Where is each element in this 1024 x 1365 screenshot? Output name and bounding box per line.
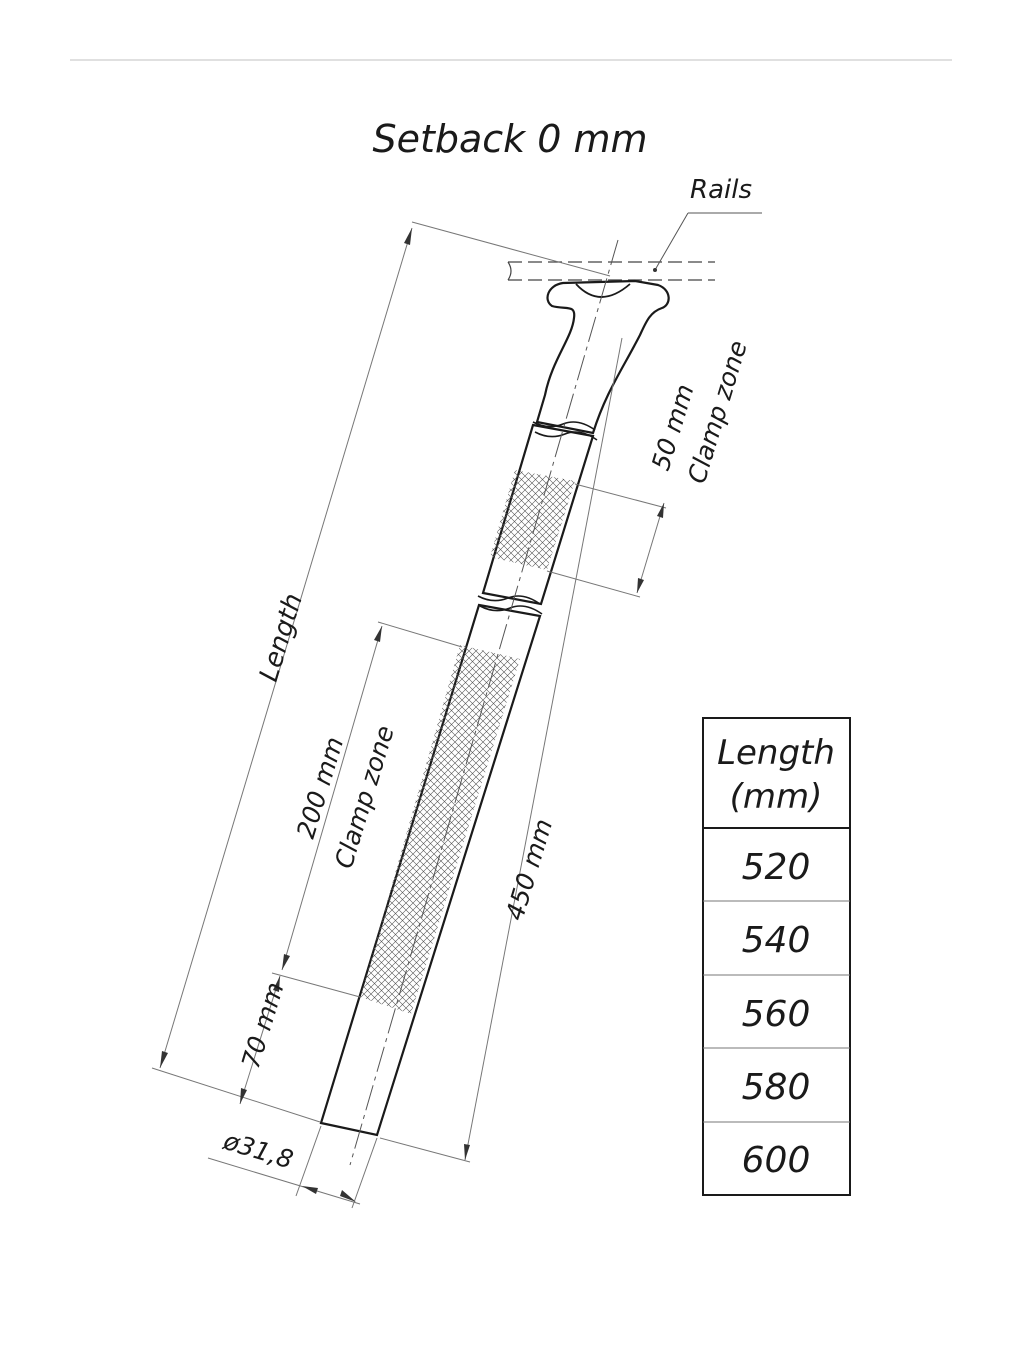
diameter-arrow-2 [340,1190,356,1202]
rails-label: Rails [690,175,752,205]
break-lines [477,421,598,615]
page-title: Setback 0 mm [372,117,647,161]
clamp-zone-bottom-hatch [360,645,520,1014]
insertion-arrow-1 [273,976,280,992]
length-arrow-top [404,228,412,245]
length-table-header-unit: (mm) [730,777,823,817]
length-table-cell: 580 [742,1067,811,1108]
diameter-dimension [207,1125,378,1209]
length-table-cell: 520 [742,847,811,888]
center-line [349,239,619,1166]
insertion-size: 70 mm [236,979,290,1072]
length-label: Length [254,590,309,685]
diameter-label: ø31,8 [219,1126,296,1175]
shaft-size: 450 mm [500,815,558,923]
length-table-cell: 540 [742,920,811,961]
seatpost-head [535,279,670,435]
diameter-arrow-1 [302,1186,318,1194]
shaft-arrow-bottom [464,1144,470,1160]
rails-leader-dot [653,268,657,272]
length-table: Length (mm) 520 540 560 580 600 [702,717,851,1196]
length-arrow-bottom [160,1051,168,1068]
insertion-arrow-2 [240,1088,247,1104]
clamp-top-arrow-1 [657,503,664,518]
clamp-bottom-arrow-2 [282,954,290,970]
shaft-dimension [379,337,623,1163]
length-table-frame [702,717,851,1196]
clamp-bottom-arrow-1 [374,626,382,642]
clamp-bottom-dimension [271,621,463,998]
clamp-zone-top-hatch [490,470,575,570]
clamp-top-arrow-2 [637,578,644,593]
length-dimension [151,221,611,1123]
length-table-cell: 600 [742,1140,811,1181]
insertion-dimension-line [239,975,281,1105]
length-table-cell: 560 [742,994,811,1035]
length-table-header: Length [717,733,835,773]
clamp-top-label: Clamp zone [682,337,753,487]
clamp-top-dimension [546,483,667,598]
rails [507,261,715,281]
rails-leader [654,212,689,271]
